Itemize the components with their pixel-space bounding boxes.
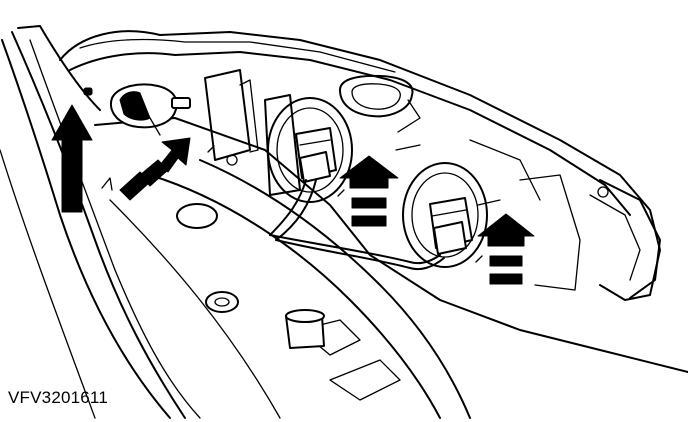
high-beam-bulb-assembly (269, 162, 488, 271)
arrow-icon-side-bulb-up (51, 104, 93, 213)
fender-panel (0, 25, 201, 419)
motion-marks (101, 145, 483, 263)
low-beam-bulb-assembly (267, 97, 353, 241)
hardware-details (176, 144, 609, 349)
figure-code: VFV3201611 (8, 388, 108, 407)
arrow-icon-low-beam-up (339, 155, 399, 227)
clip-icon (83, 87, 93, 96)
radiator-support-panel (94, 117, 688, 419)
arrow-icon-side-bulb-diagonal (119, 137, 191, 201)
top-access-cap (339, 74, 421, 133)
side-bulb-holder (83, 83, 191, 136)
arrow-icon-high-beam-up (477, 213, 535, 285)
